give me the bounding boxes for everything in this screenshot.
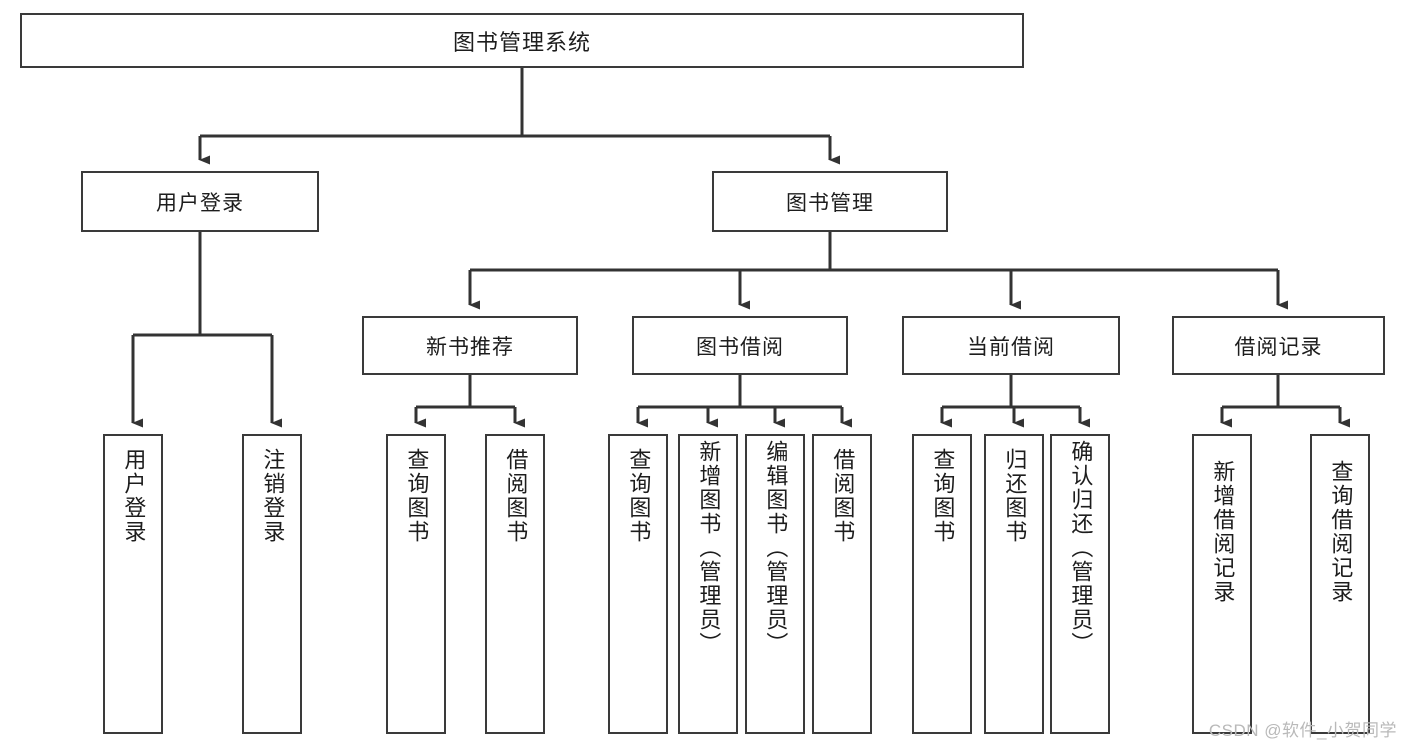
node-user-login-label: 用户登录 — [156, 191, 244, 215]
node-leaf-borrow-book-rec[interactable]: 借阅图书 — [485, 434, 545, 734]
node-leaf-query-book-cur-label: 查询图书 — [930, 448, 956, 544]
node-leaf-user-login-label: 用户登录 — [121, 448, 147, 544]
node-leaf-borrow-book[interactable]: 借阅图书 — [812, 434, 872, 734]
node-leaf-add-record-label: 新增借阅记录 — [1210, 460, 1236, 604]
node-leaf-query-book-rec[interactable]: 查询图书 — [386, 434, 446, 734]
node-book-manage[interactable]: 图书管理 — [712, 171, 948, 232]
node-root[interactable]: 图书管理系统 — [20, 13, 1024, 68]
node-leaf-edit-book-label: 编辑图书（管理员） — [763, 440, 789, 656]
node-borrow-record-label: 借阅记录 — [1234, 335, 1323, 359]
node-root-label: 图书管理系统 — [452, 29, 591, 55]
node-leaf-query-book-cur[interactable]: 查询图书 — [912, 434, 972, 734]
node-book-manage-label: 图书管理 — [786, 191, 874, 215]
node-leaf-user-login[interactable]: 用户登录 — [103, 434, 163, 734]
node-leaf-add-record[interactable]: 新增借阅记录 — [1192, 434, 1252, 734]
node-borrow-record[interactable]: 借阅记录 — [1172, 316, 1385, 375]
node-leaf-query-book-rec-label: 查询图书 — [404, 448, 430, 544]
node-leaf-return-book[interactable]: 归还图书 — [984, 434, 1044, 734]
node-leaf-confirm-return[interactable]: 确认归还（管理员） — [1050, 434, 1110, 734]
node-current-borrow-label: 当前借阅 — [967, 335, 1055, 359]
watermark: CSDN @软件_小贺同学 — [1208, 721, 1397, 740]
node-new-book-rec-label: 新书推荐 — [426, 335, 514, 359]
node-user-login[interactable]: 用户登录 — [81, 171, 319, 232]
node-leaf-user-logout[interactable]: 注销登录 — [242, 434, 302, 734]
node-leaf-user-logout-label: 注销登录 — [260, 448, 286, 544]
node-leaf-query-record[interactable]: 查询借阅记录 — [1310, 434, 1370, 734]
node-leaf-query-book[interactable]: 查询图书 — [608, 434, 668, 734]
node-leaf-borrow-book-rec-label: 借阅图书 — [503, 448, 529, 544]
node-leaf-query-record-label: 查询借阅记录 — [1328, 460, 1354, 604]
node-leaf-edit-book[interactable]: 编辑图书（管理员） — [745, 434, 805, 734]
node-leaf-add-book[interactable]: 新增图书（管理员） — [678, 434, 738, 734]
node-current-borrow[interactable]: 当前借阅 — [902, 316, 1120, 375]
node-leaf-borrow-book-label: 借阅图书 — [830, 448, 856, 544]
node-leaf-add-book-label: 新增图书（管理员） — [696, 440, 722, 656]
node-leaf-return-book-label: 归还图书 — [1002, 448, 1028, 544]
node-book-borrow-label: 图书借阅 — [696, 335, 784, 359]
node-new-book-rec[interactable]: 新书推荐 — [362, 316, 578, 375]
node-leaf-query-book-label: 查询图书 — [626, 448, 652, 544]
node-book-borrow[interactable]: 图书借阅 — [632, 316, 848, 375]
node-leaf-confirm-return-label: 确认归还（管理员） — [1068, 440, 1094, 656]
